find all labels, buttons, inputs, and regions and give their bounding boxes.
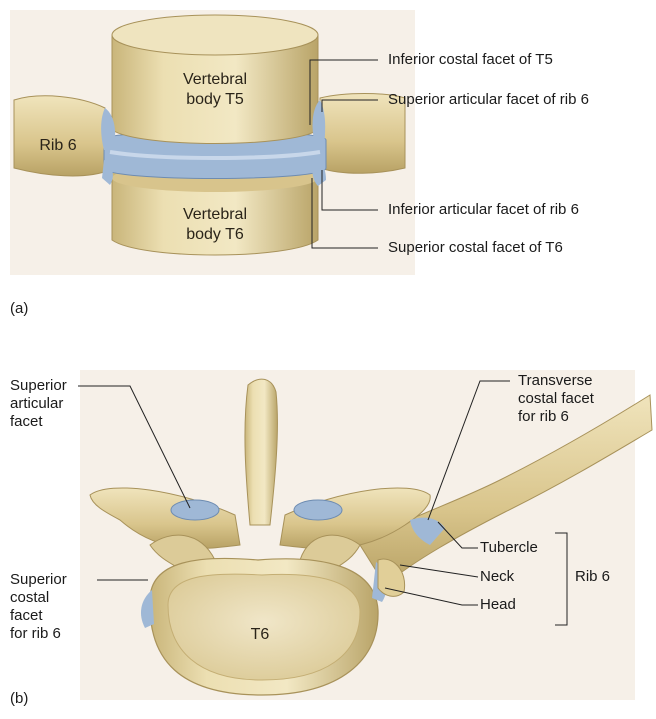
callout-inferior-costal-facet-t5: Inferior costal facet of T5 — [388, 51, 553, 69]
right-superior-articular-facet — [294, 500, 342, 520]
label-vertebral-body-t5: Vertebral body T5 — [150, 70, 280, 110]
label-t6: T6 — [230, 625, 290, 645]
callout-head: Head — [480, 596, 516, 614]
callout-tubercle: Tubercle — [480, 539, 538, 557]
t5-top-surface — [112, 15, 318, 55]
label-vertebral-body-t6: Vertebral body T6 — [150, 205, 280, 245]
callout-superior-costal-facet-rib6: Superior costal facet for rib 6 — [10, 571, 67, 643]
callout-superior-articular-facet: Superior articular facet — [10, 377, 67, 431]
callout-rib-6-group: Rib 6 — [575, 568, 610, 586]
callout-transverse-costal-facet: Transverse costal facet for rib 6 — [518, 372, 594, 426]
left-superior-articular-facet — [171, 500, 219, 520]
callout-superior-costal-facet-t6: Superior costal facet of T6 — [388, 239, 563, 257]
spinous-process — [245, 379, 278, 525]
label-rib-6-a: Rib 6 — [28, 136, 88, 156]
callout-inferior-articular-facet-rib6: Inferior articular facet of rib 6 — [388, 201, 579, 219]
callout-superior-articular-facet-rib6: Superior articular facet of rib 6 — [388, 91, 589, 109]
panel-b-letter: (b) — [10, 690, 28, 707]
panel-a-letter: (a) — [10, 300, 28, 317]
callout-neck: Neck — [480, 568, 514, 586]
